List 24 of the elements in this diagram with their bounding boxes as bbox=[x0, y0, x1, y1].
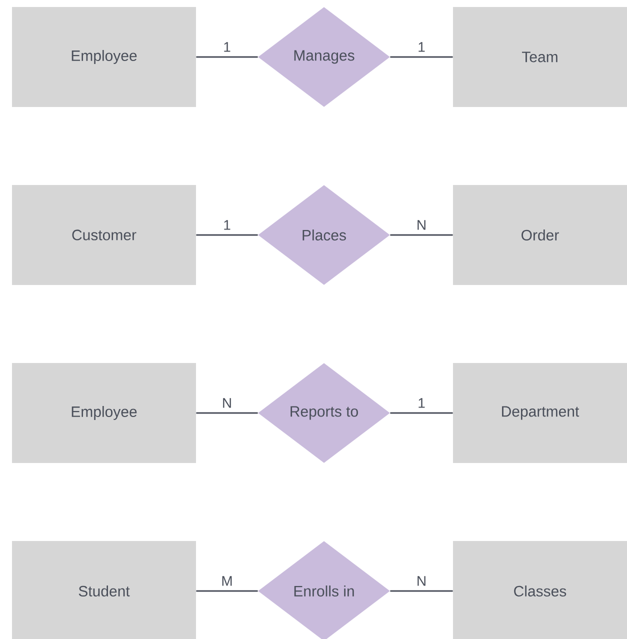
entity-box: Classes bbox=[453, 541, 627, 639]
entity-box: Employee bbox=[12, 363, 196, 463]
entity-box: Customer bbox=[12, 185, 196, 285]
entity-box: Student bbox=[12, 541, 196, 639]
connector-line bbox=[196, 234, 258, 236]
cardinality-label: 1 bbox=[224, 220, 230, 230]
cardinality-label: N bbox=[418, 220, 426, 230]
connector-line bbox=[390, 412, 453, 414]
cardinality-label: N bbox=[418, 576, 426, 586]
connector-line bbox=[390, 56, 453, 58]
cardinality-label: M bbox=[222, 576, 232, 586]
connector-line bbox=[196, 56, 258, 58]
connector-line bbox=[390, 234, 453, 236]
connector-line bbox=[196, 590, 258, 592]
cardinality-label: N bbox=[223, 398, 231, 408]
connector-line bbox=[390, 590, 453, 592]
entity-box: Employee bbox=[12, 7, 196, 107]
cardinality-label: 1 bbox=[418, 398, 425, 408]
cardinality-label: 1 bbox=[418, 42, 425, 52]
entity-box: Order bbox=[453, 185, 627, 285]
cardinality-label: 1 bbox=[224, 42, 230, 52]
entity-box: Department bbox=[453, 363, 627, 463]
connector-line bbox=[196, 412, 258, 414]
entity-box: Team bbox=[453, 7, 627, 107]
